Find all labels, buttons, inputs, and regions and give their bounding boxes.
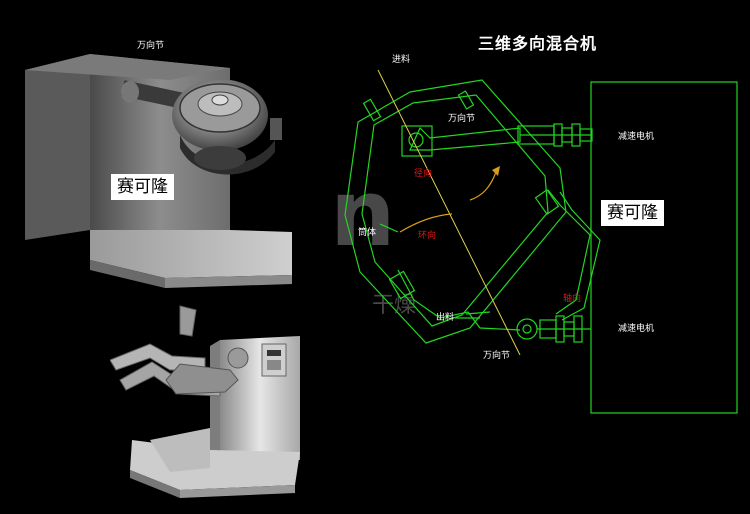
label-motor-bottom: 减速电机 xyxy=(618,324,655,334)
motor-housing xyxy=(590,81,738,414)
label-feed: 进料 xyxy=(392,55,411,65)
label-axial: 轴向 xyxy=(563,294,582,304)
label-universal-joint-top: 万向节 xyxy=(448,114,476,124)
brand-label-left: 赛可隆 xyxy=(111,174,174,201)
radial-arrow xyxy=(469,171,497,201)
machine-photo-bottom xyxy=(110,305,300,498)
brand-label-right: 赛可隆 xyxy=(601,200,664,227)
label-radial: 径向 xyxy=(414,169,433,179)
label-barrel: 筒体 xyxy=(358,228,377,238)
watermark-text: 干燥 xyxy=(372,293,417,318)
label-universal-joint-photo: 万向节 xyxy=(137,41,165,51)
watermark-logo: n xyxy=(330,160,396,267)
label-discharge: 出料 xyxy=(436,313,455,323)
label-motor-top: 减速电机 xyxy=(618,132,655,142)
label-universal-joint-bottom: 万向节 xyxy=(483,351,511,361)
page-title: 三维多向混合机 xyxy=(478,34,598,53)
label-circumferential: 环向 xyxy=(418,231,437,241)
machine-photo-top xyxy=(25,54,292,288)
circumferential-arrow xyxy=(399,213,453,233)
feed-axis xyxy=(377,69,521,356)
barrel-outline xyxy=(344,79,567,344)
